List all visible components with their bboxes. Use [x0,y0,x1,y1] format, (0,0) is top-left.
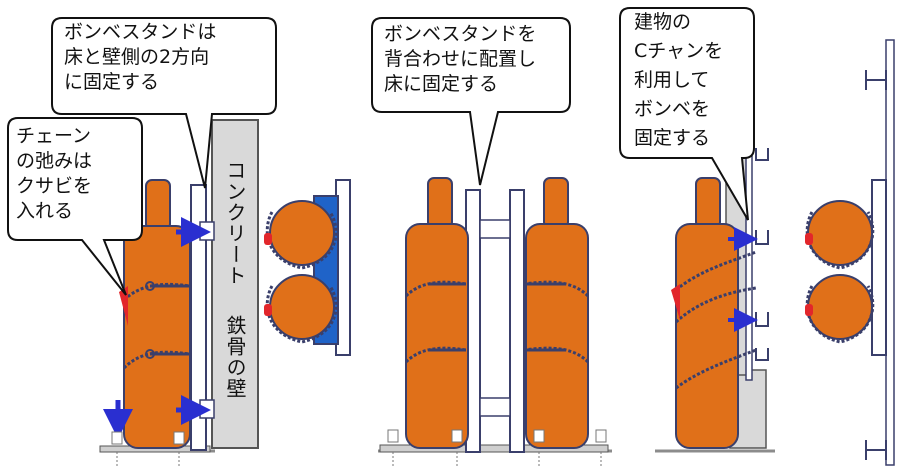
callout-bubble-back [371,17,571,186]
wall-bracket [199,399,215,419]
anchor-bolt-icon [111,431,185,466]
stand-post [509,189,525,453]
wall-label-concrete: コンクリート [223,160,247,286]
wedge-icon [671,284,680,320]
callout-bubbles [7,7,755,296]
cylinder-body [405,223,469,449]
chain-icon [674,250,757,390]
wall-bracket [199,221,215,241]
cylinder-top [269,200,335,266]
panel-c-channel [655,139,775,453]
panel-back-to-back [378,177,612,466]
cylinder-valve [145,179,171,231]
callout-bubble-chain [7,117,143,296]
callout-chain-slack: チェーン の弛みは クサビを 入れる [16,125,93,222]
wall-label-steel: 鉄骨の壁 [223,315,247,399]
cylinder-body [123,225,191,449]
wedge-icon [119,286,128,326]
callout-stand-two-way: ボンベスタンドは 床と壁側の2方向 に固定する [64,21,217,93]
top-view-channel [805,39,895,466]
callout-bubble-stand [51,17,277,189]
panel-wall-fixed [99,119,259,466]
cylinder-top [269,274,335,340]
cylinder-body [525,223,589,449]
top-view-wall [264,179,351,356]
callout-c-channel: 建物の Cチャンを 利用して ボンベを 固定する [634,11,724,149]
callout-back-to-back: ボンベスタンドを 背合わせに配置し 床に固定する [384,23,537,95]
c-channel [745,139,753,381]
concrete-wall [211,119,259,449]
c-channel-bracket [755,148,769,361]
callout-bubble-channel [619,7,755,221]
anchor-bolt-icon [387,429,607,466]
cylinder-body [675,223,739,449]
